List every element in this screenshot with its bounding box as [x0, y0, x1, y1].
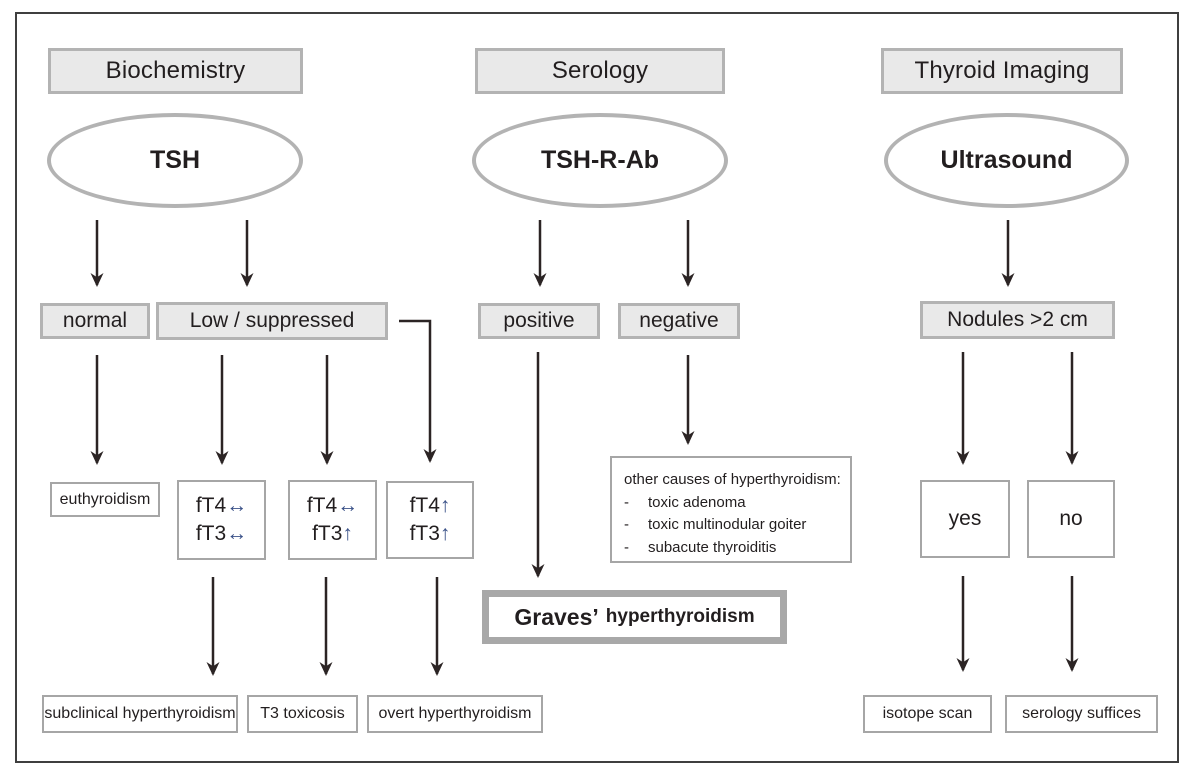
other-cause-label: subacute thyroiditis: [648, 538, 777, 556]
ft4-trend-arrow-icon: ↔: [337, 493, 359, 517]
result-positive: positive: [478, 303, 600, 339]
nodules-yes-label: yes: [948, 506, 982, 530]
nodules-no-box: no: [1027, 480, 1115, 558]
ft3-label: fT3: [312, 522, 343, 545]
tsh-label: TSH: [150, 146, 200, 174]
outcome-subclinical-hyperthyroidism: subclinical hyperthyroidism: [42, 695, 238, 733]
outcome-t3-toxicosis: T3 toxicosis: [247, 695, 358, 733]
ft4-label: fT4: [195, 493, 227, 517]
result-low-suppressed-label: Low / suppressed: [189, 309, 355, 332]
outcome-isotope-scan: isotope scan: [863, 695, 992, 733]
ft3-label: fT3: [409, 522, 440, 545]
ft3-line: fT3↑: [312, 520, 353, 548]
other-causes-box: other causes of hyperthyroidism: - toxic …: [610, 456, 852, 563]
ft3-trend-arrow-icon: ↑: [342, 522, 353, 545]
other-cause-item: - toxic multinodular goiter: [624, 514, 806, 537]
outcome-euthyroidism-label: euthyroidism: [59, 490, 151, 508]
bullet-dash: -: [624, 538, 629, 556]
other-cause-item: - toxic adenoma: [624, 492, 746, 515]
outcome-serology-suffices: serology suffices: [1005, 695, 1158, 733]
ft3-line: fT3↔: [196, 520, 247, 548]
result-low-suppressed: Low / suppressed: [156, 302, 388, 340]
result-negative: negative: [618, 303, 740, 339]
outcome-isotope-scan-label: isotope scan: [882, 705, 973, 722]
nodules-no-label: no: [1059, 506, 1083, 530]
outcome-euthyroidism: euthyroidism: [50, 482, 160, 517]
ft3-trend-arrow-icon: ↔: [226, 522, 248, 545]
outcome-overt-hyperthyroidism: overt hyperthyroidism: [367, 695, 543, 733]
graves-hyperthyroidism-box: Graves’ hyperthyroidism: [482, 590, 787, 644]
outcome-subclinical-label: subclinical hyperthyroidism: [44, 705, 236, 722]
other-cause-label: toxic adenoma: [648, 493, 746, 511]
ft4-label: fT4: [306, 493, 338, 517]
header-biochemistry: Biochemistry: [48, 48, 303, 94]
result-normal-label: normal: [62, 309, 128, 332]
ellipse-tsh-r-ab: TSH-R-Ab: [472, 113, 728, 208]
ft4-line: fT4↑: [410, 492, 451, 520]
ft-result-box-3: fT4↑ fT3↑: [386, 481, 474, 559]
ft4-line: fT4↔: [307, 492, 358, 520]
ft-result-box-1: fT4↔ fT3↔: [177, 480, 266, 560]
result-negative-label: negative: [639, 309, 719, 332]
graves-name-label: Graves’: [514, 603, 599, 630]
header-serology: Serology: [475, 48, 725, 94]
ft3-trend-arrow-icon: ↑: [439, 522, 451, 545]
result-normal: normal: [40, 303, 150, 339]
other-cause-item: - subacute thyroiditis: [624, 537, 776, 560]
ellipse-tsh: TSH: [47, 113, 303, 208]
ft4-trend-arrow-icon: ↑: [439, 493, 451, 517]
result-nodules-label: Nodules >2 cm: [947, 308, 1088, 331]
header-serology-label: Serology: [551, 57, 649, 84]
other-causes-title: other causes of hyperthyroidism:: [624, 471, 841, 488]
tsh-r-ab-label: TSH-R-Ab: [540, 146, 660, 174]
graves-rest-label: hyperthyroidism: [605, 606, 755, 627]
bullet-dash: -: [624, 493, 629, 511]
ellipse-ultrasound: Ultrasound: [884, 113, 1129, 208]
header-thyroid-imaging: Thyroid Imaging: [881, 48, 1123, 94]
outcome-t3-toxicosis-label: T3 toxicosis: [260, 705, 345, 722]
header-biochemistry-label: Biochemistry: [105, 57, 246, 84]
ft3-line: fT3↑: [410, 520, 451, 548]
nodules-yes-box: yes: [920, 480, 1010, 558]
ft-result-box-2: fT4↔ fT3↑: [288, 480, 377, 560]
ft3-label: fT3: [195, 522, 227, 545]
ft4-line: fT4↔: [196, 492, 247, 520]
bullet-dash: -: [624, 516, 629, 533]
other-cause-label: toxic multinodular goiter: [648, 516, 807, 533]
ft4-label: fT4: [409, 493, 440, 517]
outcome-overt-label: overt hyperthyroidism: [378, 705, 532, 722]
outcome-serology-suffices-label: serology suffices: [1022, 705, 1141, 722]
result-nodules: Nodules >2 cm: [920, 301, 1115, 339]
ft4-trend-arrow-icon: ↔: [226, 493, 248, 517]
ultrasound-label: Ultrasound: [940, 146, 1073, 174]
result-positive-label: positive: [503, 309, 575, 332]
header-thyroid-imaging-label: Thyroid Imaging: [914, 57, 1090, 84]
